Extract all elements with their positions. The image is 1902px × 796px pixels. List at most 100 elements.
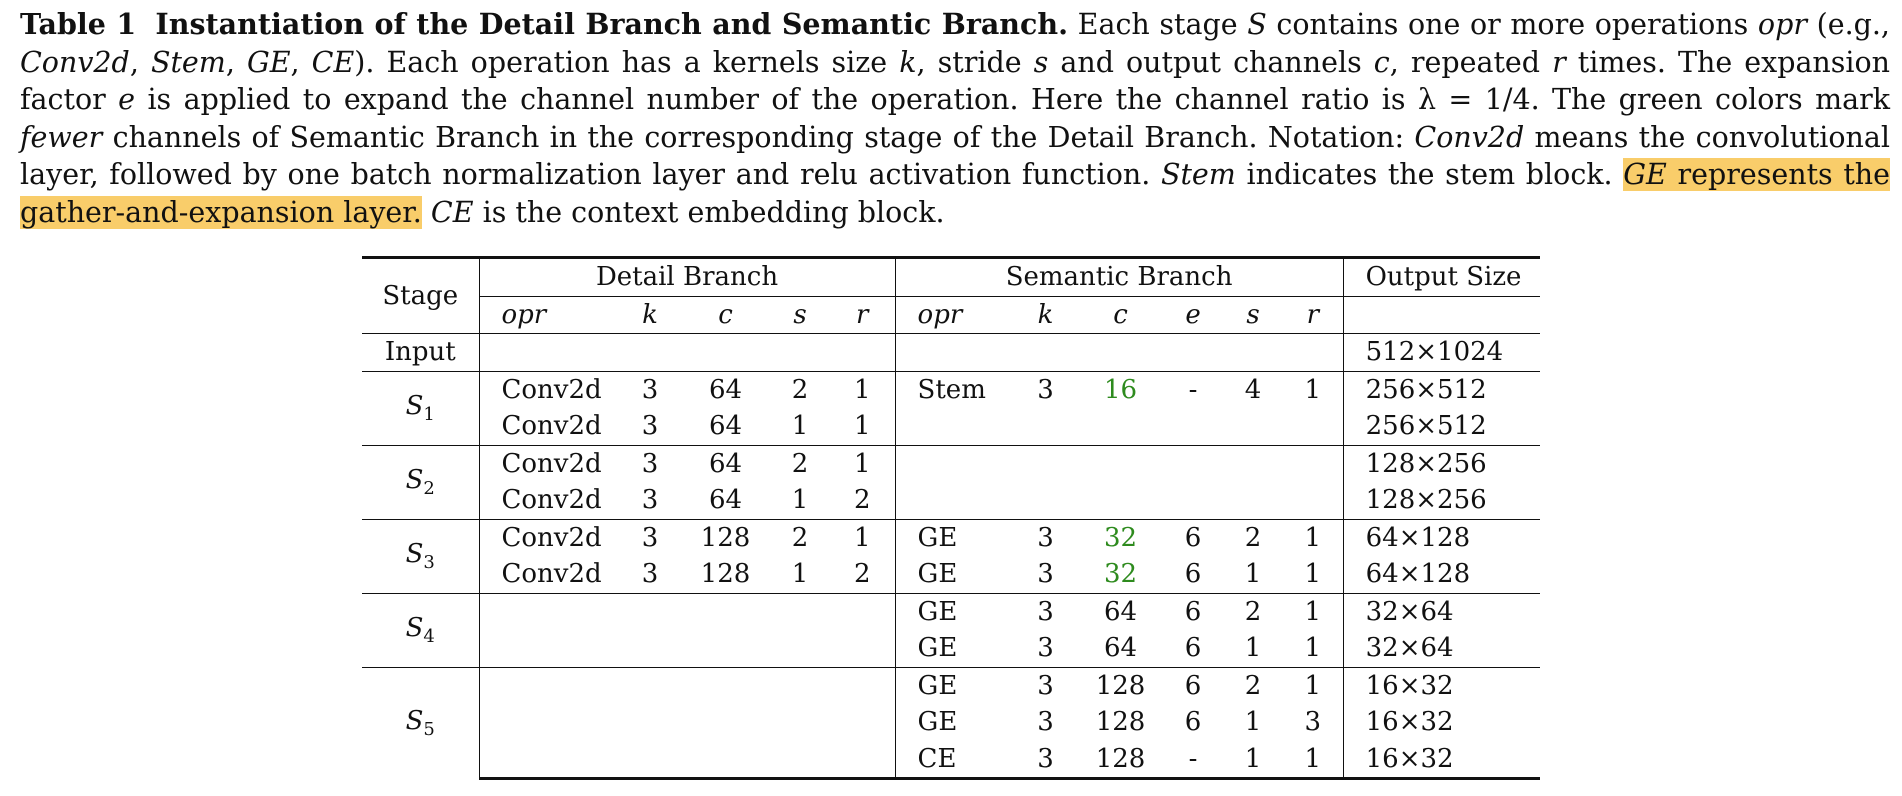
output-size-cell: 64×128 (1365, 559, 1471, 590)
header-s-s: s (1223, 295, 1284, 334)
stage-subscript: 2 (423, 478, 435, 499)
caption-text: and output channels (1060, 45, 1362, 79)
detail-c-cell: 64 (681, 444, 770, 482)
caption-text: is applied to expand the channel number … (147, 83, 1890, 116)
semantic-c-cell: 64 (1104, 633, 1138, 664)
stage-subscript: 4 (423, 626, 435, 647)
header-output-blank (1343, 295, 1541, 334)
detail-opr-cell (479, 666, 619, 704)
caption-text: c (1373, 45, 1390, 79)
detail-c-cell (681, 704, 770, 741)
header-d-k: k (619, 295, 681, 334)
semantic-r-cell: 1 (1283, 556, 1344, 593)
semantic-opr-cell: GE (895, 592, 1014, 630)
semantic-e-cell: 6 (1163, 518, 1224, 556)
caption-text: opr (1757, 8, 1807, 41)
detail-r-cell: 1 (830, 370, 896, 408)
detail-r-cell: 2 (830, 482, 896, 519)
caption-text: CE (311, 45, 355, 79)
detail-c-cell (681, 666, 770, 704)
semantic-c-cell: 128 (1095, 707, 1146, 738)
semantic-opr-cell (895, 408, 1013, 445)
semantic-e-cell: 6 (1184, 707, 1202, 738)
output-size-cell: 32×64 (1365, 633, 1454, 664)
semantic-e-cell (1163, 482, 1223, 519)
semantic-k-cell: 3 (1013, 666, 1079, 704)
detail-opr-cell: Conv2d (479, 370, 619, 408)
semantic-c-cell: 32 (1104, 559, 1138, 590)
semantic-k-cell (1013, 408, 1078, 445)
output-size-cell: 512×1024 (1343, 333, 1541, 371)
detail-k-cell: 3 (641, 559, 659, 590)
caption-text: means the convolutional layer, followed … (20, 120, 1891, 192)
semantic-opr-cell: GE (917, 559, 958, 590)
detail-r-cell (830, 704, 896, 741)
caption-text: Stem (1160, 158, 1236, 191)
caption-text: , repeated (1389, 45, 1541, 79)
stage-input: Input (362, 333, 480, 371)
detail-c-cell: 128 (681, 518, 770, 556)
empty-cell (479, 333, 896, 371)
caption-text: (e.g., (1816, 8, 1890, 41)
caption-text: Each stage (1077, 8, 1238, 41)
semantic-e-cell: 6 (1184, 559, 1202, 590)
detail-r-cell (830, 592, 896, 630)
header-s-c: c (1078, 295, 1164, 334)
semantic-r-cell: 1 (1283, 592, 1344, 630)
semantic-k-cell: 3 (1013, 370, 1079, 408)
header-s-k: k (1013, 295, 1079, 334)
semantic-c-cell: 128 (1078, 666, 1164, 704)
detail-opr-cell: Conv2d (479, 444, 619, 482)
semantic-s-cell (1223, 444, 1284, 482)
semantic-s-cell: 4 (1223, 370, 1284, 408)
output-size-cell: 16×32 (1343, 740, 1541, 780)
header-semantic-branch: Semantic Branch (895, 256, 1344, 296)
detail-k-cell (619, 666, 681, 704)
semantic-r-cell: 1 (1283, 666, 1344, 704)
semantic-opr-cell: CE (895, 740, 1014, 780)
detail-s-cell (770, 592, 830, 630)
stage-cell-s3: S3 (362, 518, 480, 593)
semantic-opr-cell (895, 482, 1013, 519)
detail-s-cell: 2 (770, 444, 830, 482)
detail-opr-cell: Conv2d (501, 485, 602, 516)
caption-text: GE (246, 45, 291, 79)
semantic-k-cell (1013, 444, 1079, 482)
semantic-s-cell (1223, 482, 1283, 519)
detail-s-cell (770, 666, 830, 704)
detail-c-cell (681, 630, 770, 667)
semantic-k-cell: 3 (1037, 559, 1054, 590)
detail-s-cell (770, 740, 830, 780)
semantic-s-cell: 2 (1223, 666, 1284, 704)
empty-cell (895, 333, 1344, 371)
header-detail-branch: Detail Branch (479, 256, 896, 296)
semantic-opr-cell (895, 444, 1014, 482)
detail-r-cell (830, 630, 896, 667)
detail-k-cell: 3 (641, 485, 659, 516)
output-size-cell: 256×512 (1343, 370, 1541, 408)
stage-name: S (405, 539, 424, 569)
detail-opr-cell: Conv2d (501, 411, 602, 442)
header-d-opr: opr (479, 295, 619, 334)
detail-k-cell: 3 (619, 444, 681, 482)
semantic-s-cell: 2 (1223, 592, 1284, 630)
semantic-s-cell (1223, 408, 1283, 445)
caption-text: times. The expansion factor (20, 45, 1891, 117)
header-s-r: r (1283, 295, 1344, 334)
caption-text: fewer (20, 120, 103, 154)
caption-text: k (899, 45, 917, 79)
detail-k-cell (619, 592, 681, 630)
semantic-e-cell: - (1163, 370, 1224, 408)
semantic-e-cell: 6 (1163, 592, 1224, 630)
detail-k-cell (619, 740, 681, 780)
detail-s-cell: 1 (791, 559, 809, 590)
caption-text: Conv2d (1414, 120, 1525, 154)
semantic-e-cell: - (1163, 740, 1224, 780)
